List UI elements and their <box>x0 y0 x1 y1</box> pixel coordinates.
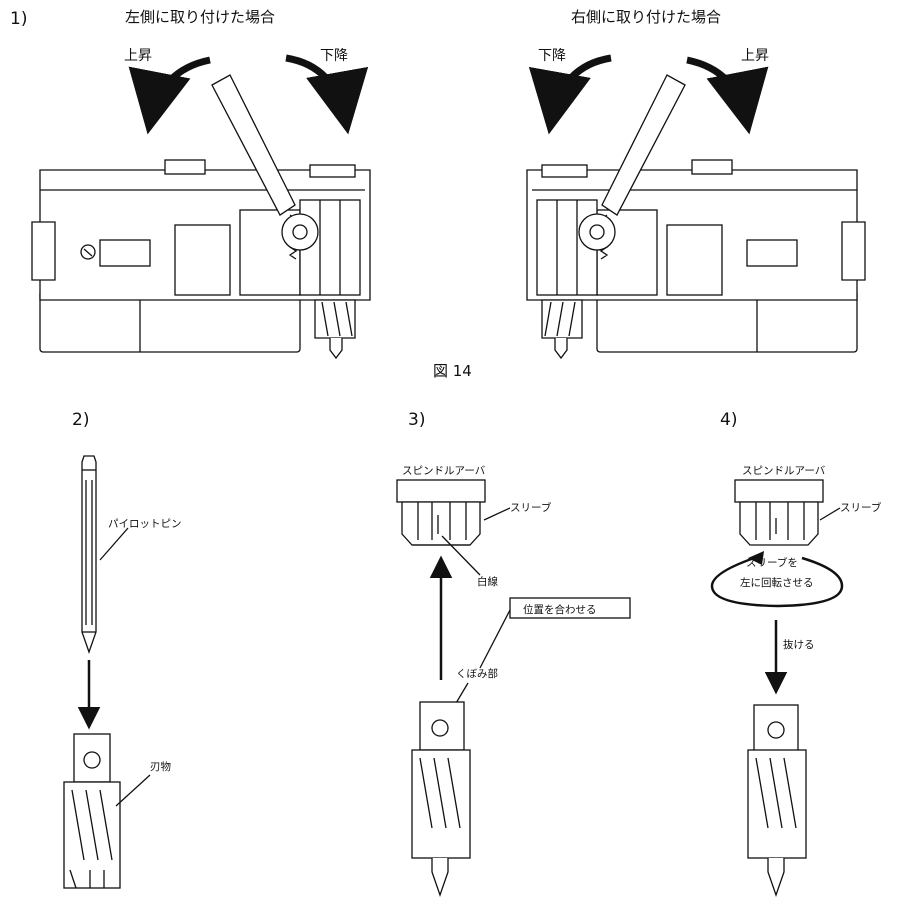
cutter-drawing-3 <box>411 701 471 897</box>
recess-label: くぼみ部 <box>456 667 498 680</box>
right-raise-label: 上昇 <box>741 48 769 64</box>
left-feed-handle <box>211 74 296 216</box>
cutter-label: 刃物 <box>150 760 171 773</box>
align-note-box <box>509 597 631 619</box>
left-lower-label: 下降 <box>320 48 348 64</box>
figure-caption: 図 14 <box>433 362 472 380</box>
arbor-label-4: スピンドルアーバ <box>742 465 826 477</box>
align-note-label: 位置を合わせる <box>523 603 597 616</box>
step-number-2: 2) <box>72 410 89 430</box>
pilot-pin-drawing <box>81 455 97 654</box>
spindle-arbor-3 <box>396 479 486 546</box>
rotate-label-line2: 左に回転させる <box>740 576 814 589</box>
rotate-ring-arrow <box>710 554 844 608</box>
cutter-drawing-2 <box>63 733 121 889</box>
left-rotation-arrow-up <box>128 56 211 135</box>
pilot-pin-leader <box>99 527 129 561</box>
white-line-label: 白線 <box>477 575 498 588</box>
sleeve-label-3: スリーブ <box>510 501 552 514</box>
step-number-3: 3) <box>408 410 425 430</box>
step-number-4: 4) <box>720 410 737 430</box>
drill-right-mounted <box>526 54 866 360</box>
spindle-arbor-4 <box>734 479 824 546</box>
right-mount-title: 右側に取り付けた場合 <box>571 8 721 26</box>
left-cutter <box>314 299 356 339</box>
remove-label: 抜ける <box>783 638 815 651</box>
left-raise-label: 上昇 <box>124 48 152 64</box>
left-mount-title: 左側に取り付けた場合 <box>125 8 275 26</box>
sleeve-3 <box>401 501 481 546</box>
rotate-label-line1: スリーブを <box>746 556 798 569</box>
left-label-plate <box>99 239 151 267</box>
pilot-pin <box>81 455 97 654</box>
right-lower-label: 下降 <box>538 48 566 64</box>
drill-left-mounted: 左側に取り付けた場合 上昇 下降 <box>31 8 371 360</box>
pilot-pin-label: パイロットピン <box>108 518 182 530</box>
sleeve-4 <box>739 501 819 546</box>
sleeve-label-4: スリーブ <box>840 501 882 514</box>
cutter-body <box>63 781 121 889</box>
step-number-1: 1) <box>10 9 27 29</box>
left-rotation-arrow-down <box>285 54 369 135</box>
arbor-label-3: スピンドルアーバ <box>402 465 486 477</box>
cutter-drawing-4 <box>747 704 807 897</box>
cutter-leader <box>115 774 151 807</box>
